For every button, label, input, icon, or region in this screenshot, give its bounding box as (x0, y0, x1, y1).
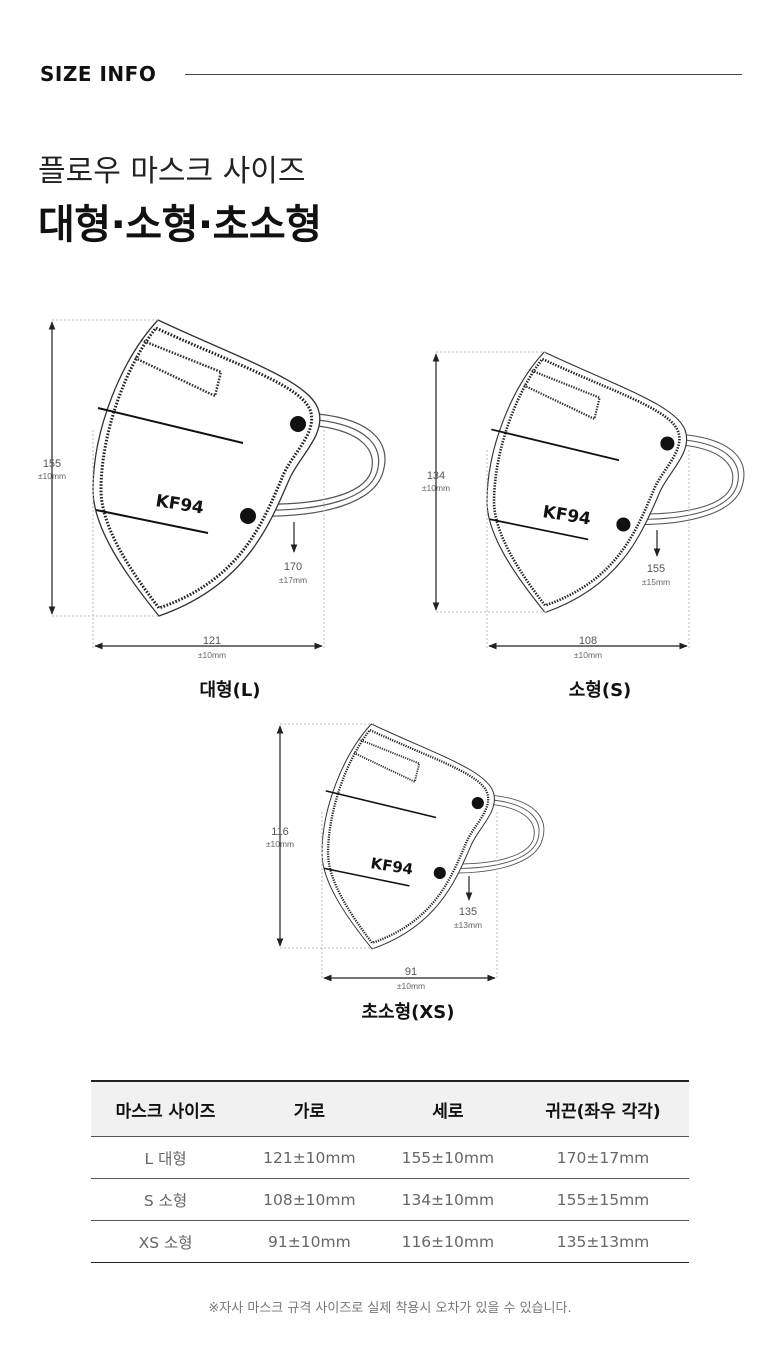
mask-label-large: 대형(L) (199, 680, 261, 701)
cell-size: XS 소형 (91, 1220, 241, 1263)
page-subtitle: 플로우 마스크 사이즈 (38, 154, 306, 189)
column-header-height: 세로 (378, 1080, 518, 1137)
cell-size: L 대형 (91, 1136, 241, 1179)
height-tolerance: ±10mm (422, 483, 450, 493)
width-value: 108 (579, 635, 597, 647)
cell-width: 108±10mm (240, 1178, 379, 1221)
section-divider (185, 74, 742, 75)
cell-width: 91±10mm (240, 1220, 379, 1263)
cell-ear-loop: 155±15mm (517, 1178, 689, 1221)
height-value: 116 (271, 826, 289, 838)
ear-loop-value: 170 (284, 561, 302, 573)
ear-loop-tolerance: ±13mm (454, 920, 482, 930)
height-value: 134 (427, 470, 445, 482)
size-table: 마스크 사이즈 가로 세로 귀끈(좌우 각각) L 대형 121±10mm 15… (91, 1080, 689, 1263)
ear-loop-tolerance: ±15mm (642, 577, 670, 587)
width-tolerance: ±10mm (574, 650, 602, 660)
mask-label-small: 소형(S) (568, 680, 632, 701)
cell-width: 121±10mm (240, 1136, 379, 1179)
page-title: 대형·소형·초소형 (38, 202, 322, 248)
cell-ear-loop: 170±17mm (517, 1136, 689, 1179)
column-header-width: 가로 (240, 1080, 379, 1137)
column-header-ear-loop: 귀끈(좌우 각각) (517, 1080, 689, 1137)
width-tolerance: ±10mm (198, 650, 226, 660)
cell-height: 116±10mm (378, 1220, 518, 1263)
mask-diagram-small: KF94 134 ±10mm 108 ±10mm 155 ±15mm (422, 350, 746, 660)
width-value: 91 (405, 966, 417, 978)
height-tolerance: ±10mm (266, 839, 294, 849)
width-tolerance: ±10mm (397, 981, 425, 991)
width-value: 121 (203, 635, 221, 647)
mask-diagram-large: KF94 155 ±10mm 121 ±10mm 170 ±17mm (38, 318, 387, 660)
table-row: XS 소형 91±10mm 116±10mm 135±13mm (91, 1220, 689, 1263)
section-title: SIZE INFO (40, 62, 157, 86)
ear-loop-tolerance: ±17mm (279, 575, 307, 585)
cell-height: 134±10mm (378, 1178, 518, 1221)
ear-loop-value: 155 (647, 563, 665, 575)
column-header-size: 마스크 사이즈 (91, 1080, 241, 1137)
footnote: ※자사 마스크 규격 사이즈로 실제 착용시 오차가 있을 수 있습니다. (208, 1301, 572, 1316)
height-value: 155 (43, 458, 61, 470)
table-row: S 소형 108±10mm 134±10mm 155±15mm (91, 1178, 689, 1221)
table-row: L 대형 121±10mm 155±10mm 170±17mm (91, 1136, 689, 1179)
cell-height: 155±10mm (378, 1136, 518, 1179)
cell-ear-loop: 135±13mm (517, 1220, 689, 1263)
mask-label-extra-small: 초소형(XS) (361, 1002, 455, 1023)
table-header-row: 마스크 사이즈 가로 세로 귀끈(좌우 각각) (91, 1080, 689, 1137)
mask-diagram-extra-small: KF94 116 ±10mm 91 ±10mm 135 ±13mm (266, 722, 546, 991)
cell-size: S 소형 (91, 1178, 241, 1221)
ear-loop-value: 135 (459, 906, 477, 918)
height-tolerance: ±10mm (38, 471, 66, 481)
